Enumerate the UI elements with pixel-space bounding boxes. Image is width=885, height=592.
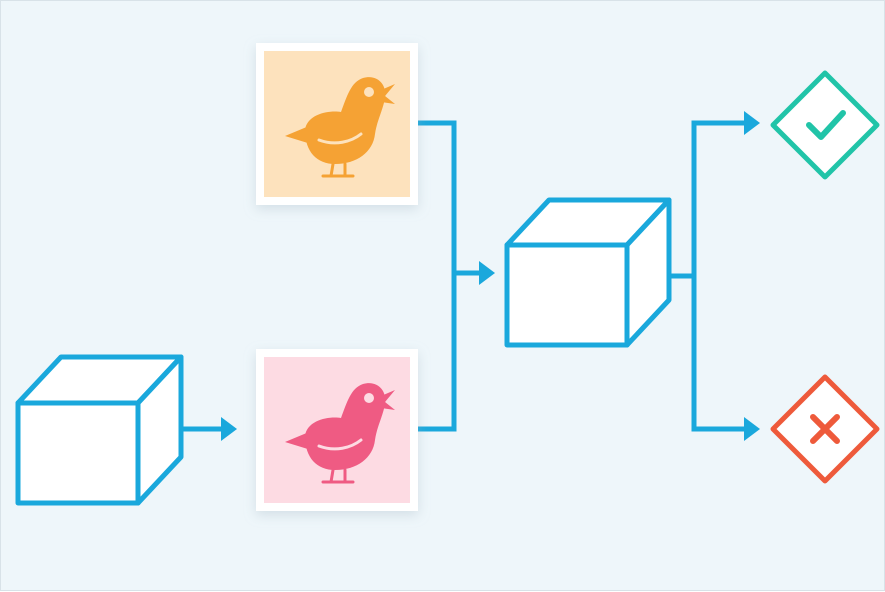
bird-icon [285, 77, 395, 178]
edge-orange-to-merge [416, 120, 457, 432]
merge-cube-icon [504, 197, 672, 348]
x-icon [810, 414, 840, 444]
arrowhead [744, 417, 760, 441]
bird-icon [285, 383, 395, 484]
check-icon [806, 110, 846, 140]
success-diamond [770, 70, 880, 180]
canary-orange-node[interactable] [256, 43, 418, 205]
arrowhead [221, 417, 237, 441]
failure-outcome [770, 374, 880, 484]
success-outcome [770, 70, 880, 180]
arrowhead [744, 111, 760, 135]
arrowhead [479, 261, 495, 285]
input-cube-icon [15, 354, 184, 506]
